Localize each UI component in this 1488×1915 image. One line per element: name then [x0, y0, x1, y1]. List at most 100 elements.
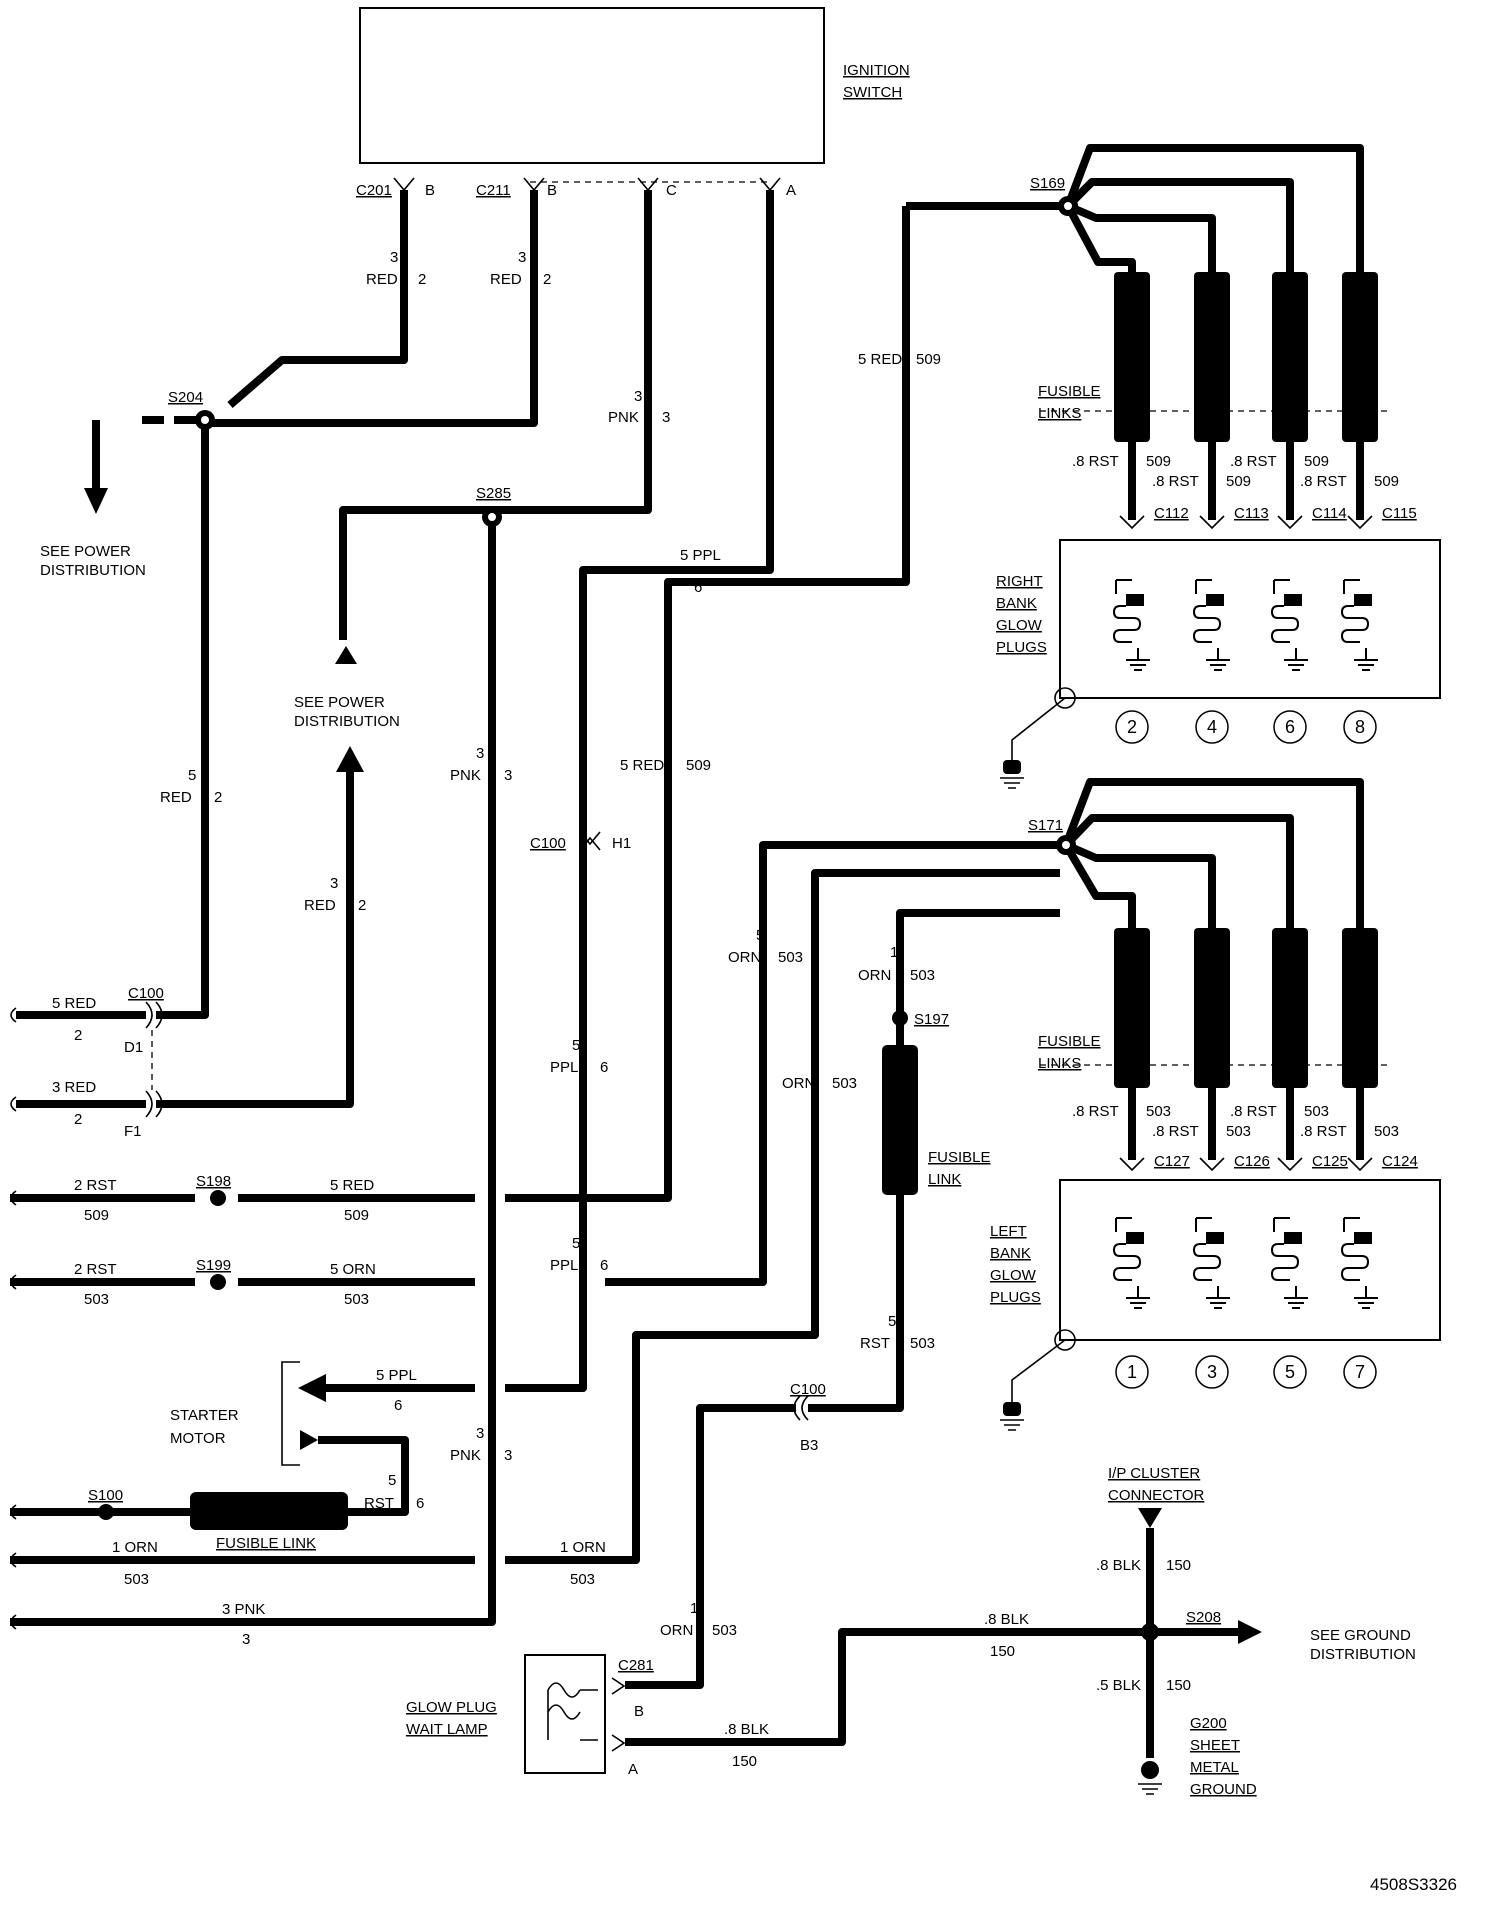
c281-forks — [611, 1677, 626, 1752]
lbl-d1-wire: 5 RED — [52, 995, 96, 1012]
ign-pin-a: A — [786, 182, 796, 199]
lbl-lamp-pin-a: A — [628, 1761, 638, 1778]
lbl-c-size: 3 — [634, 388, 642, 405]
left-connector-forks — [1119, 1157, 1373, 1172]
lbl-f1-ckt: 2 — [358, 897, 366, 914]
lbl-pin-h1: H1 — [612, 835, 631, 852]
wire-starter-rst — [318, 1436, 409, 1516]
s171-dot-inner — [1062, 841, 1070, 849]
right-wire-ckt-2: 509 — [1304, 453, 1329, 470]
left-wire-size-0: .8 RST — [1072, 1103, 1119, 1120]
lbl-rst503-ckt: 503 — [84, 1291, 109, 1308]
lbl-c201-size: 3 — [390, 249, 398, 266]
left-bank-ground-wire — [1011, 1339, 1066, 1404]
lbl-lamp-ckt: 503 — [712, 1622, 737, 1639]
s197-dot — [892, 1010, 908, 1026]
s208-dot — [1141, 1623, 1159, 1641]
left-wire-ckt-0: 503 — [1146, 1103, 1171, 1120]
lbl-s197-color: ORN — [858, 967, 891, 984]
right-cylinder-2: 2 — [1127, 717, 1137, 737]
lbl-pin-d1: D1 — [124, 1039, 143, 1056]
lbl-s208-blk: .8 BLK — [984, 1611, 1029, 1628]
lbl-orn1-left: 1 ORN — [112, 1539, 158, 1556]
s169-dot-inner — [1064, 202, 1072, 210]
wire-lamp-blk — [625, 1628, 1150, 1746]
lbl-s285: S285 — [476, 485, 511, 502]
left-wire-size-1: .8 RST — [1152, 1123, 1199, 1140]
lbl-red509-mid: 5 RED — [620, 757, 664, 774]
lbl-ppl-ckt: 6 — [600, 1059, 608, 1076]
ign-pin-b1: B — [425, 182, 435, 199]
right-cylinder-ring-2 — [1115, 710, 1149, 744]
lbl-c-color: PNK — [608, 409, 639, 426]
lbl-ppl2-color: PPL — [550, 1257, 578, 1274]
lbl-orn503-wire: 5 ORN — [330, 1261, 376, 1278]
right-fusible-links — [1114, 272, 1378, 442]
lbl-c201-ckt: 2 — [418, 271, 426, 288]
ignition-switch-box — [359, 7, 825, 164]
right-bank-box — [1059, 539, 1441, 699]
wire-s285-pnk — [10, 520, 496, 1626]
ignition-terminals — [393, 177, 781, 192]
lbl-pin-f1: F1 — [124, 1123, 142, 1140]
lbl-s204-size: 5 — [188, 767, 196, 784]
lbl-s285-ckt: 3 — [504, 767, 512, 784]
lbl-pnk-low-size: 3 — [476, 1425, 484, 1442]
lbl-orn5-color: ORN — [728, 949, 761, 966]
right-connector-2: C114 — [1312, 505, 1347, 522]
lbl-c281: C281 — [618, 1657, 654, 1674]
lbl-s204-color: RED — [160, 789, 192, 806]
right-bank-ground-ring — [1054, 687, 1076, 709]
wire-red-509 — [505, 202, 1068, 1202]
lbl-starter-size: 5 — [388, 1472, 396, 1489]
ip-cluster-arrow — [1138, 1508, 1162, 1528]
lbl-s197-size: 1 — [890, 944, 898, 961]
g200-ground-symbol — [1138, 1783, 1162, 1795]
left-cylinder-ring-1 — [1115, 1355, 1149, 1389]
left-bank-ground-ring — [1054, 1329, 1076, 1351]
right-connector-0: C112 — [1154, 505, 1189, 522]
s199-dot — [210, 1274, 226, 1290]
left-connector-3: C124 — [1382, 1153, 1418, 1170]
c211-label: C211 — [476, 182, 511, 199]
wire-s171-c126 — [1064, 841, 1216, 928]
left-plug-7: 7 — [1340, 1217, 1378, 1389]
lbl-orn5-size: 5 — [756, 927, 764, 944]
left-wire-ckt-3: 503 — [1374, 1123, 1399, 1140]
lbl-red509-ckt2: 509 — [344, 1207, 369, 1224]
left-drops — [1128, 1088, 1364, 1160]
right-wire-ckt-0: 509 — [1146, 453, 1171, 470]
lbl-c211-size: 3 — [518, 249, 526, 266]
lbl-orn1-color: ORN — [782, 1075, 815, 1092]
wire-orn-503 — [605, 841, 1060, 1286]
right-connector-forks — [1119, 515, 1373, 530]
lbl-s285-color: PNK — [450, 767, 481, 784]
left-wire-size-2: .8 RST — [1230, 1103, 1277, 1120]
lbl-orn1-ckt: 503 — [832, 1075, 857, 1092]
see-power-triangle — [335, 646, 357, 664]
left-cylinder-7: 7 — [1355, 1362, 1365, 1382]
lbl-pnk-low-ckt: 3 — [504, 1447, 512, 1464]
right-drops — [1128, 442, 1364, 520]
lbl-c211-color: RED — [490, 271, 522, 288]
lbl-lamp-color: ORN — [660, 1622, 693, 1639]
left-cylinder-1: 1 — [1127, 1362, 1137, 1382]
right-cylinder-8: 8 — [1355, 717, 1365, 737]
wire-fuse-c100 — [808, 1195, 904, 1412]
starter-arrow — [298, 1374, 326, 1402]
lbl-ppl-color: PPL — [550, 1059, 578, 1076]
lbl-lamp-pin-b: B — [634, 1703, 644, 1720]
right-connector-3: C115 — [1382, 505, 1417, 522]
left-cylinder-5: 5 — [1285, 1362, 1295, 1382]
wire-c211-s204 — [210, 190, 538, 427]
c100-connectors — [145, 831, 809, 1421]
left-connector-0: C127 — [1154, 1153, 1190, 1170]
s198-dot — [210, 1190, 226, 1206]
